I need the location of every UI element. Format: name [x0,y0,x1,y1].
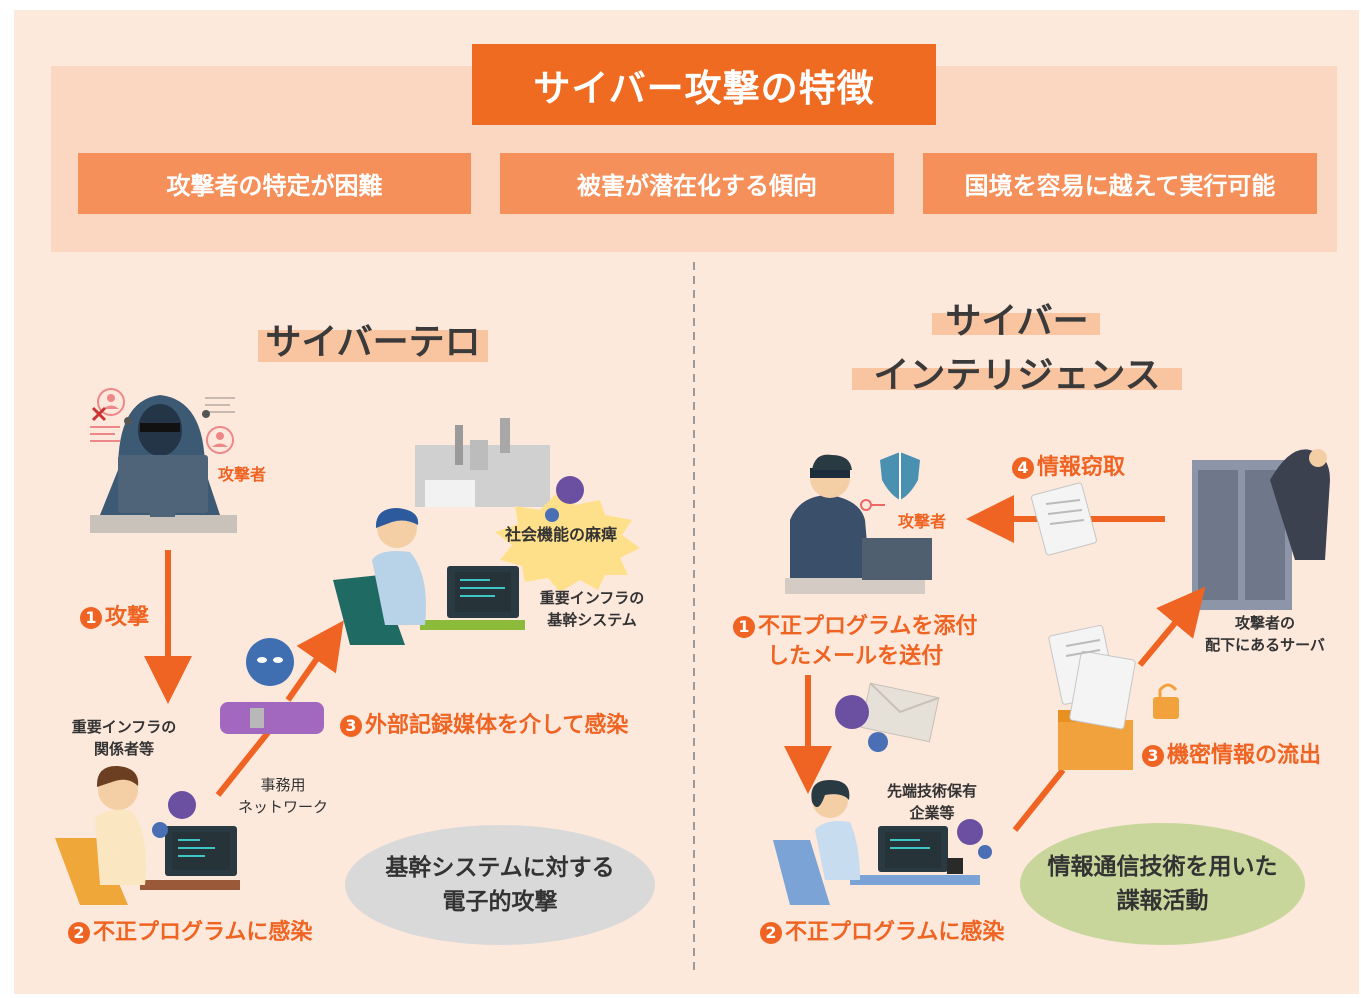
company-label-line1: 先端技術保有 [886,782,977,800]
stakeholder-worker-icon [55,765,240,905]
left-step1-text: 攻撃 [105,605,150,630]
factory-icon [415,418,550,507]
right-step1-line2: したメールを送付 [767,644,944,669]
right-summary-line2: 諜報活動 [1116,888,1209,914]
usb-drive-icon [220,638,324,734]
feature-latent-damage: 被害が潜在化する傾向 [500,153,894,214]
network-label-line2: ネットワーク [237,798,328,816]
company-worker-icon [773,780,992,905]
right-section-title-line2: インテリジェンス [873,355,1161,396]
right-title-highlight-2 [852,368,1182,390]
right-summary-ellipse: 情報通信技術を用いた諜報活動 [1020,823,1305,945]
infra-system-label: 重要インフラの基幹システム [527,587,657,631]
step4-number-badge: 4 [1012,457,1034,479]
company-label-line2: 企業等 [909,804,955,822]
server-label-line2: 配下にあるサーバ [1205,636,1325,654]
left-attacker-label: 攻撃者 [218,465,267,484]
key-icon [860,499,885,511]
email-envelope-icon [835,682,940,752]
right-step1-line1: 不正プログラムを添付 [758,614,978,639]
right-step1-number-badge: 1 [733,616,755,638]
server-label: 攻撃者の配下にあるサーバ [1195,612,1335,656]
unlock-icon [1153,683,1179,719]
feature-cross-border: 国境を容易に越えて実行可能 [923,153,1317,214]
right-attacker-label: 攻撃者 [898,512,947,531]
company-label: 先端技術保有企業等 [872,780,992,824]
folder-documents-icon [1048,625,1136,770]
right-step3-number-badge: 3 [1142,745,1164,767]
paralysis-label: 社会機能の麻痺 [505,525,618,544]
stakeholder-label-line2: 関係者等 [93,740,154,758]
left-section-title: サイバーテロ [265,322,481,363]
server-label-line1: 攻撃者の [1234,614,1295,632]
step2-number-badge: 2 [68,922,90,944]
left-summary-line1: 基幹システムに対する [385,855,615,881]
right-title-highlight-1 [932,313,1100,335]
hooded-attacker-icon [90,395,237,533]
main-title: サイバー攻撃の特徴 [472,44,936,125]
shield-icon [880,452,920,500]
left-step3-text: 外部記録媒体を介して感染 [365,713,629,738]
infra-label-line1: 重要インフラの [539,589,645,607]
left-summary-line2: 電子的攻撃 [442,889,558,915]
stakeholder-label: 重要インフラの関係者等 [62,716,186,760]
right-step2-text: 不正プログラムに感染 [785,920,1005,945]
network-label-line1: 事務用 [260,776,306,794]
left-title-highlight [258,330,488,362]
virus-icon-stakeholder [152,791,196,838]
right-summary-line1: 情報通信技術を用いた [1047,854,1278,880]
right-section-title-line1: サイバー [945,301,1089,342]
left-step2-text: 不正プログラムに感染 [93,920,313,945]
server-icon [1192,449,1330,610]
starburst-paralysis [495,476,640,592]
left-summary-ellipse: 基幹システムに対する電子的攻撃 [345,825,655,945]
right-step4-text: 情報窃取 [1037,455,1126,480]
infra-operator-icon [333,508,525,645]
masked-attacker-icon [785,454,932,594]
right-step3-text: 機密情報の流出 [1167,743,1322,768]
step3-number-badge: 3 [340,715,362,737]
stakeholder-label-line1: 重要インフラの [71,718,177,736]
step1-number-badge: 1 [80,607,102,629]
infra-label-line2: 基幹システム [547,611,637,629]
office-network-label: 事務用ネットワーク [228,774,338,818]
victim-icons [90,388,235,454]
feature-hard-to-identify: 攻撃者の特定が困難 [78,153,471,214]
document-icon-stolen [1031,482,1097,556]
right-step2-number-badge: 2 [760,922,782,944]
